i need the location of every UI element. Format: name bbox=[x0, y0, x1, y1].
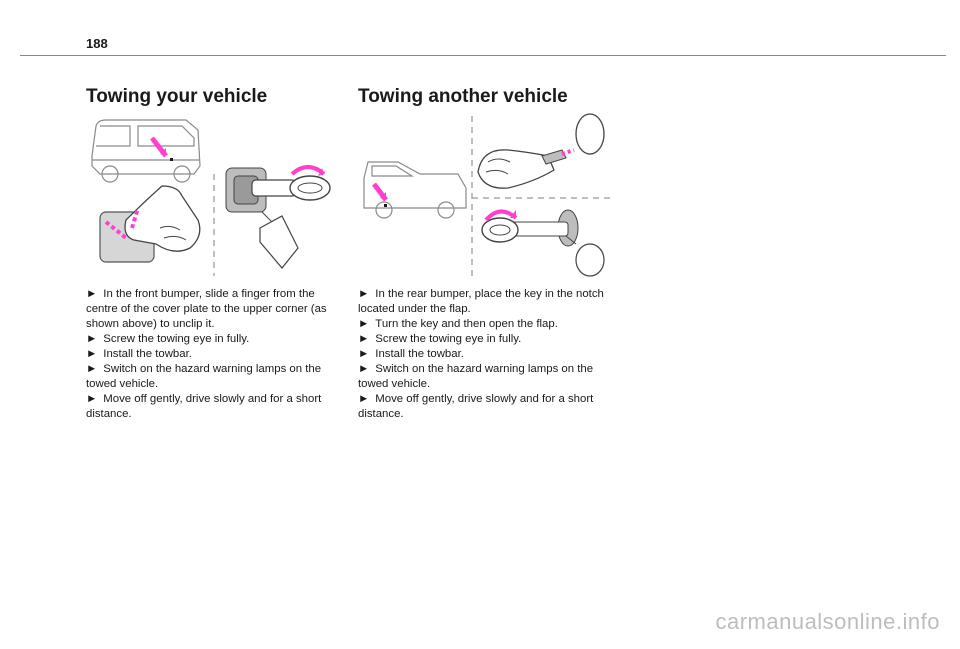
list-item: ►In the front bumper, slide a finger fro… bbox=[86, 288, 327, 330]
header-rule bbox=[20, 55, 946, 56]
towing-another-vehicle-illustration bbox=[363, 113, 612, 277]
hand-with-key-icon bbox=[477, 113, 605, 189]
list-item: ►In the rear bumper, place the key in th… bbox=[358, 288, 604, 315]
arrow-bullet-icon: ► bbox=[358, 333, 370, 345]
watermark: carmanualsonline.info bbox=[715, 609, 940, 634]
rear-towing-eye-icon bbox=[481, 209, 605, 277]
list-item: ►Screw the towing eye in fully. bbox=[358, 333, 522, 345]
list-item: ►Move off gently, drive slowly and for a… bbox=[86, 393, 322, 420]
arrow-bullet-icon: ► bbox=[358, 288, 370, 300]
van-front-icon bbox=[91, 119, 201, 183]
arrow-bullet-icon: ► bbox=[358, 363, 370, 375]
list-item: ►Install the towbar. bbox=[358, 348, 464, 360]
list-item: ►Switch on the hazard warning lamps on t… bbox=[86, 363, 322, 390]
arrow-bullet-icon: ► bbox=[358, 348, 370, 360]
steps-towing-another-vehicle: ►In the rear bumper, place the key in th… bbox=[358, 287, 616, 422]
arrow-bullet-icon: ► bbox=[358, 318, 370, 330]
section-title-towing-another-vehicle: Towing another vehicle bbox=[358, 86, 568, 107]
arrow-bullet-icon: ► bbox=[86, 348, 98, 360]
list-item: ►Install the towbar. bbox=[86, 348, 192, 360]
list-item: ►Move off gently, drive slowly and for a… bbox=[358, 393, 594, 420]
list-item: ►Turn the key and then open the flap. bbox=[358, 318, 558, 330]
van-rear-icon bbox=[363, 161, 467, 219]
arrow-bullet-icon: ► bbox=[358, 393, 370, 405]
towing-eye-icon bbox=[225, 165, 331, 269]
arrow-bullet-icon: ► bbox=[86, 288, 98, 300]
list-item: ►Switch on the hazard warning lamps on t… bbox=[358, 363, 594, 390]
section-title-towing-your-vehicle: Towing your vehicle bbox=[86, 86, 268, 107]
list-item: ►Screw the towing eye in fully. bbox=[86, 333, 250, 345]
steps-towing-your-vehicle: ►In the front bumper, slide a finger fro… bbox=[86, 287, 344, 422]
cover-plate-finger-icon bbox=[99, 185, 201, 263]
arrow-bullet-icon: ► bbox=[86, 333, 98, 345]
arrow-bullet-icon: ► bbox=[86, 393, 98, 405]
towing-your-vehicle-illustration bbox=[91, 119, 331, 276]
arrow-bullet-icon: ► bbox=[86, 363, 98, 375]
page-number: 188 bbox=[86, 36, 108, 51]
